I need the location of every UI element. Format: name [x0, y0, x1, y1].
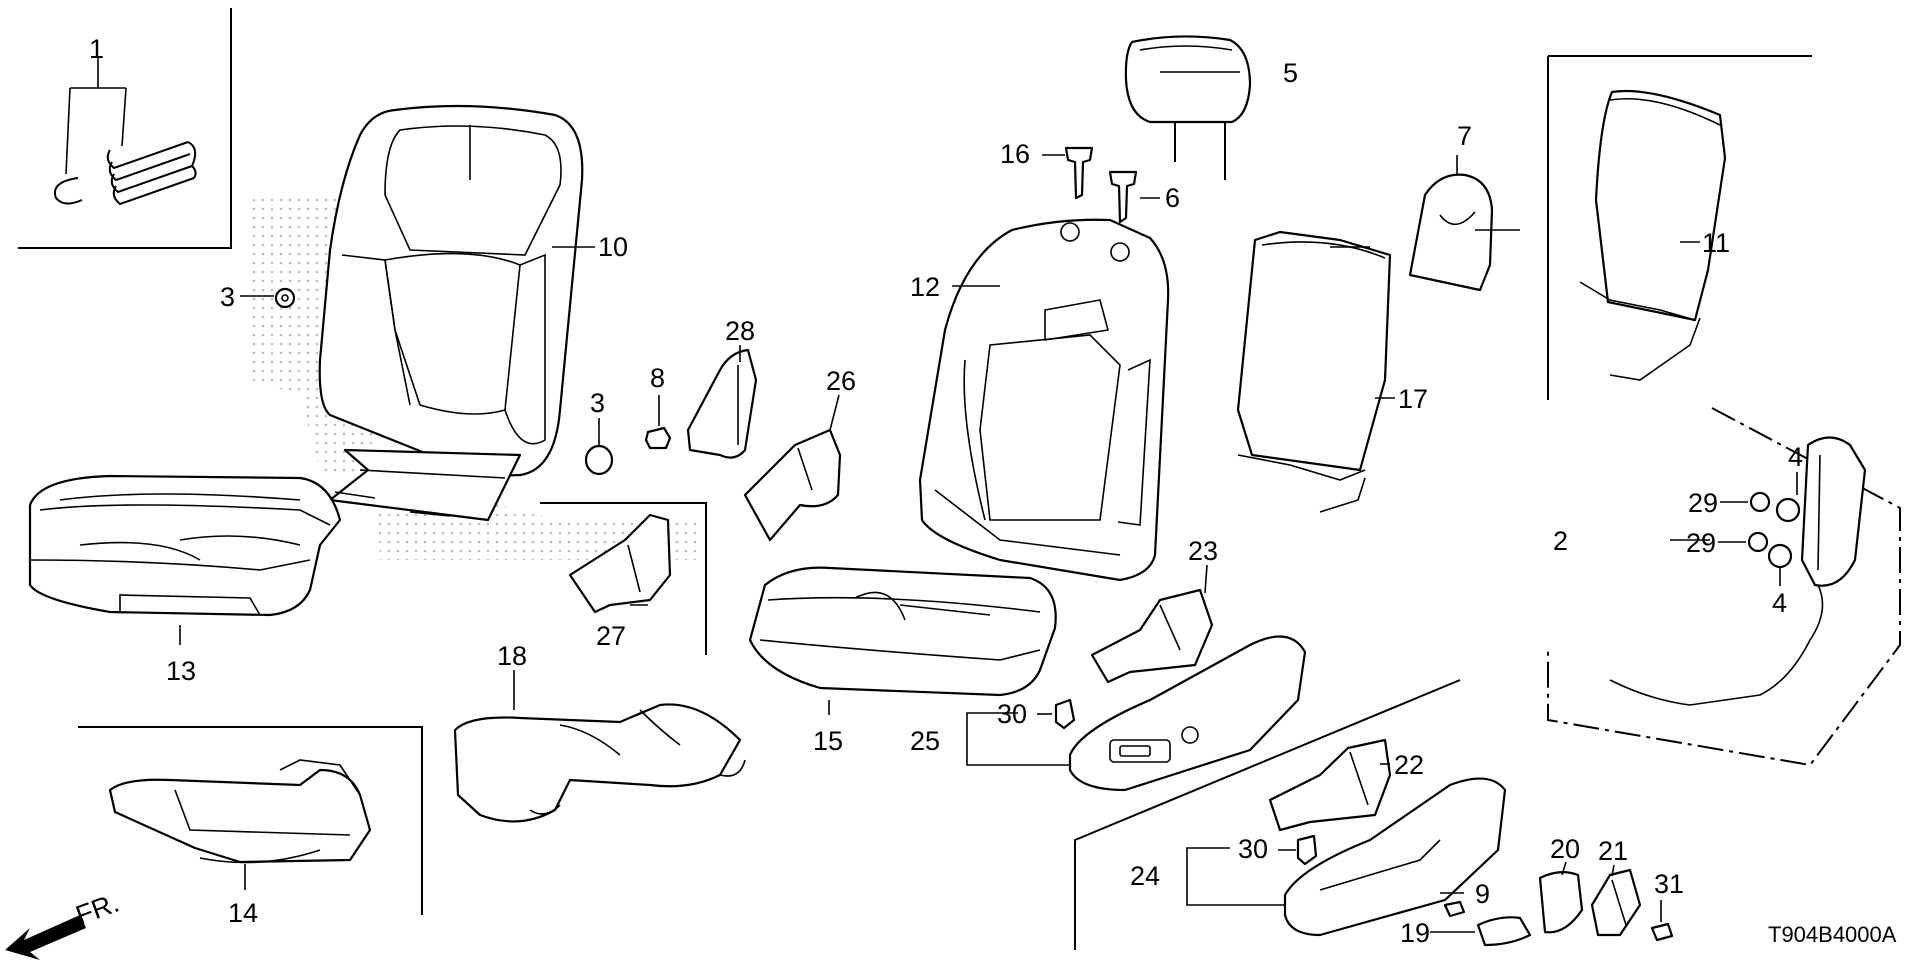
callout-5: 5	[1283, 58, 1298, 88]
callout-1: 1	[89, 34, 104, 64]
callout-10: 10	[598, 232, 628, 262]
callout-14: 14	[228, 898, 258, 928]
callout-11: 11	[1702, 228, 1730, 258]
callout-3b: 3	[590, 388, 605, 418]
part-17-seatback-heater	[1236, 230, 1392, 513]
part-28-bracket	[686, 348, 758, 459]
part-6-headrest-guide	[1108, 170, 1160, 224]
part-31-screw	[1650, 900, 1674, 942]
callout-29a: 29	[1688, 488, 1718, 518]
callout-17: 17	[1398, 384, 1428, 414]
part-21-switch-knob	[1590, 868, 1642, 937]
part-10-seatback-cover	[318, 104, 584, 522]
part-14-sensor-mat	[108, 759, 372, 864]
drawing-code: T904B4000A	[1768, 922, 1897, 947]
callout-23: 23	[1188, 536, 1218, 566]
callout-4b: 4	[1772, 588, 1787, 618]
callout-8: 8	[650, 363, 665, 393]
part-19-knob	[1430, 916, 1532, 947]
part-11-seatback-heater	[1579, 89, 1727, 381]
callout-30a: 30	[997, 699, 1027, 729]
callout-24: 24	[1130, 861, 1160, 891]
callout-28: 28	[725, 316, 755, 346]
part-16-headrest-guide	[1042, 146, 1094, 200]
callout-4a: 4	[1788, 442, 1803, 472]
callout-13: 13	[166, 656, 196, 686]
callout-18: 18	[497, 641, 527, 671]
part-20-cap	[1538, 871, 1584, 934]
callout-31: 31	[1654, 869, 1684, 899]
part-24-side-trim	[1283, 777, 1507, 937]
part-13-seat-cushion-cover	[28, 474, 342, 617]
callout-9: 9	[1475, 879, 1490, 909]
callout-26: 26	[826, 366, 856, 396]
part-15-seat-cushion-pad	[748, 566, 1057, 697]
part-23-hinge-cover	[1090, 588, 1214, 684]
section-frames	[18, 8, 1901, 950]
callout-20: 20	[1550, 834, 1580, 864]
callout-12: 12	[910, 272, 940, 302]
part-29-4-fasteners	[1718, 472, 1801, 586]
callout-3a: 3	[220, 282, 235, 312]
callout-6: 6	[1165, 183, 1180, 213]
callout-25: 25	[910, 726, 940, 756]
part-7-bracket	[1408, 155, 1494, 292]
part-26-side-trim	[743, 428, 842, 542]
part-25-side-trim	[1068, 635, 1307, 792]
callout-16: 16	[1000, 139, 1030, 169]
callout-19: 19	[1400, 918, 1430, 948]
part-3-clip-grommet	[240, 287, 614, 476]
callout-7: 7	[1457, 121, 1472, 151]
part-22-hinge-cover	[1268, 738, 1392, 832]
callout-21: 21	[1598, 836, 1628, 866]
part-12-seatback-pad	[918, 218, 1170, 582]
part-1-clip-spring	[54, 58, 197, 206]
callout-15: 15	[813, 726, 843, 756]
part-5-headrest	[1124, 35, 1252, 180]
callout-22: 22	[1394, 750, 1424, 780]
part-9-screw	[1440, 892, 1466, 918]
callout-2: 2	[1553, 526, 1568, 556]
callout-30b: 30	[1238, 834, 1268, 864]
callout-29b: 29	[1686, 528, 1716, 558]
part-18-seat-heater	[453, 703, 746, 823]
front-marker-label: FR.	[72, 888, 123, 931]
callout-labels: 1 5 7 16 6 10 11 12 3 28 8 26 3 17 4 29 …	[89, 34, 1897, 948]
part-8-bolt	[644, 395, 672, 450]
front-direction-arrow: FR.	[5, 888, 123, 960]
leader-lines	[179, 71, 1710, 906]
part-30-clip	[1037, 698, 1318, 866]
part-27-side-trim	[568, 513, 672, 614]
part-2-side-airbag	[1609, 436, 1867, 706]
callout-27: 27	[596, 621, 626, 651]
